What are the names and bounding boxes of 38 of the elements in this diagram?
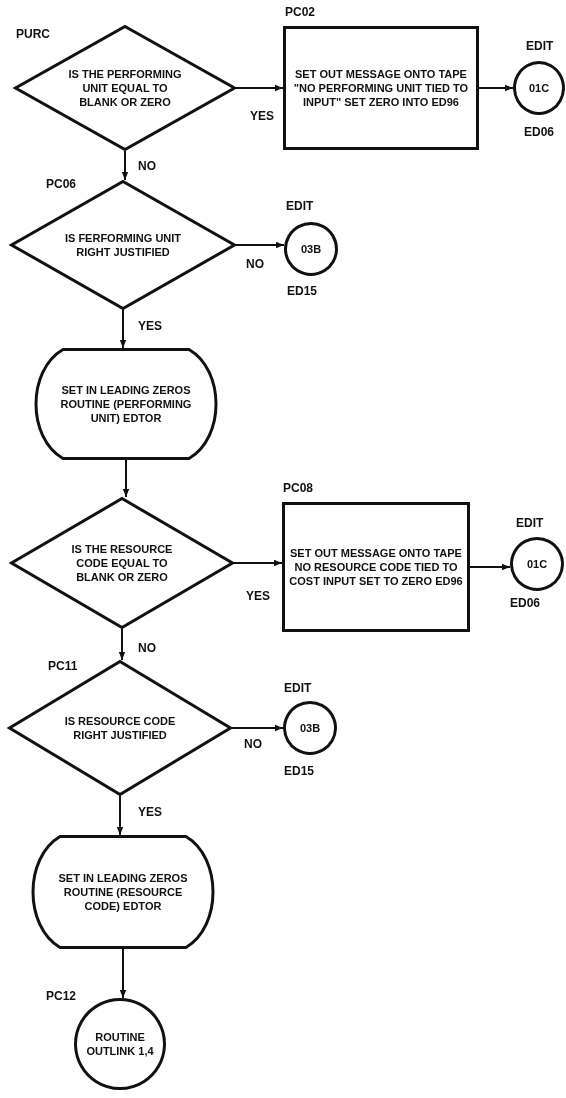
flow-arrow	[231, 724, 284, 732]
flow-arrow	[233, 559, 283, 567]
flow-arrow	[119, 948, 127, 999]
connector-circle	[74, 998, 166, 1090]
node-text: 03B	[298, 721, 322, 736]
connector-circle	[513, 61, 565, 115]
flow-arrow	[478, 84, 514, 92]
connector-circle	[510, 537, 564, 591]
flow-arrow	[235, 84, 284, 92]
decision-diamond	[8, 660, 232, 796]
decision-diamond	[10, 180, 236, 310]
node-text: SET IN LEADING ZEROS ROUTINE (PERFORMING UNIT) EDTOR	[59, 382, 193, 426]
decision-diamond	[14, 25, 236, 151]
node-text: IS FERFORMING UNIT RIGHT JUSTIFIED	[63, 230, 183, 260]
flow-arrow	[118, 628, 126, 661]
decision-diamond	[10, 497, 234, 629]
process-box	[283, 26, 479, 150]
node-text: SET IN LEADING ZEROS ROUTINE (RESOURCE CODE) EDTOR	[57, 870, 189, 914]
node-text: SET OUT MESSAGE ONTO TAPE NO RESOURCE CODE TIED TO COST INPUT SET TO ZERO ED96	[288, 545, 464, 589]
routine-terminal	[30, 835, 216, 949]
node-text: ROUTINE OUTLINK 1,4	[85, 1029, 155, 1059]
flow-arrow	[122, 459, 130, 498]
connector-circle	[283, 701, 337, 755]
flow-arrow	[119, 309, 127, 349]
flow-arrow	[235, 241, 285, 249]
node-text: IS THE RESOURCE CODE EQUAL TO BLANK OR ZERO	[70, 541, 174, 585]
node-text: 01C	[525, 557, 549, 572]
routine-terminal	[33, 348, 219, 460]
node-text: 01C	[527, 81, 551, 96]
flow-arrow	[469, 563, 511, 571]
node-text: SET OUT MESSAGE ONTO TAPE "NO PERFORMING UNIT TIED TO INPUT" SET ZERO INTO ED96	[292, 66, 470, 110]
connector-circle	[284, 222, 338, 276]
flow-arrow	[116, 795, 124, 836]
process-box	[282, 502, 470, 632]
node-text: IS RESOURCE CODE RIGHT JUSTIFIED	[63, 713, 177, 743]
flow-arrow	[121, 150, 129, 181]
node-text: 03B	[299, 242, 323, 257]
node-text: IS THE PERFORMING UNIT EQUAL TO BLANK OR ZERO	[67, 66, 183, 110]
